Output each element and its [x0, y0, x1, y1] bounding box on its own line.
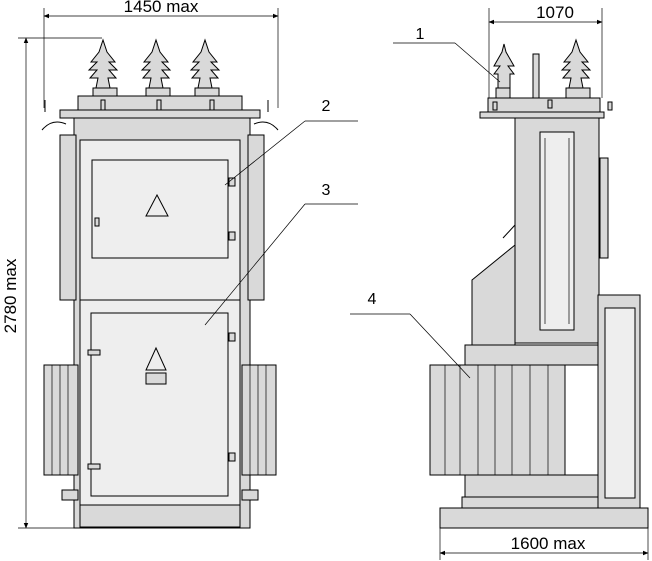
callout-4-label: 4 [368, 291, 377, 308]
label-front-width: 1450 max [124, 0, 199, 16]
callout-4: 4 [350, 291, 471, 379]
front-base [79, 504, 241, 528]
side-door [539, 131, 575, 331]
side-radiator [429, 364, 566, 476]
radiator-left [43, 364, 79, 476]
side-slope-panel [471, 243, 516, 346]
upper-cabinet-door [91, 159, 229, 259]
label-base-length: 1600 max [511, 534, 586, 553]
dimension-front-width: 1450 max [43, 0, 279, 108]
warning-icon-lower [145, 346, 167, 371]
dimension-side-width: 1070 [488, 3, 603, 98]
front-view [41, 38, 279, 529]
hv-bushing-side [560, 38, 592, 99]
rod [532, 53, 540, 99]
callout-2: 2 [224, 98, 358, 186]
callout-1: 1 [393, 26, 501, 83]
label-height: 2780 max [1, 258, 20, 333]
hv-bushing-right [189, 38, 221, 97]
radiator-right [241, 364, 277, 476]
hv-bushing-left [87, 38, 119, 97]
warning-icon-upper [145, 193, 169, 217]
callout-3: 3 [204, 182, 358, 326]
dimension-height: 2780 max [1, 37, 102, 529]
label-side-width: 1070 [536, 3, 574, 22]
hv-bushing-middle [140, 38, 172, 97]
side-base [439, 507, 649, 529]
dimension-base-length: 1600 max [439, 528, 649, 560]
callout-3-label: 3 [322, 182, 331, 199]
side-view [429, 38, 649, 529]
callout-2-label: 2 [322, 98, 331, 115]
callout-1-label: 1 [416, 26, 425, 43]
lower-cabinet-door [90, 312, 229, 497]
lv-bushing [493, 43, 515, 103]
